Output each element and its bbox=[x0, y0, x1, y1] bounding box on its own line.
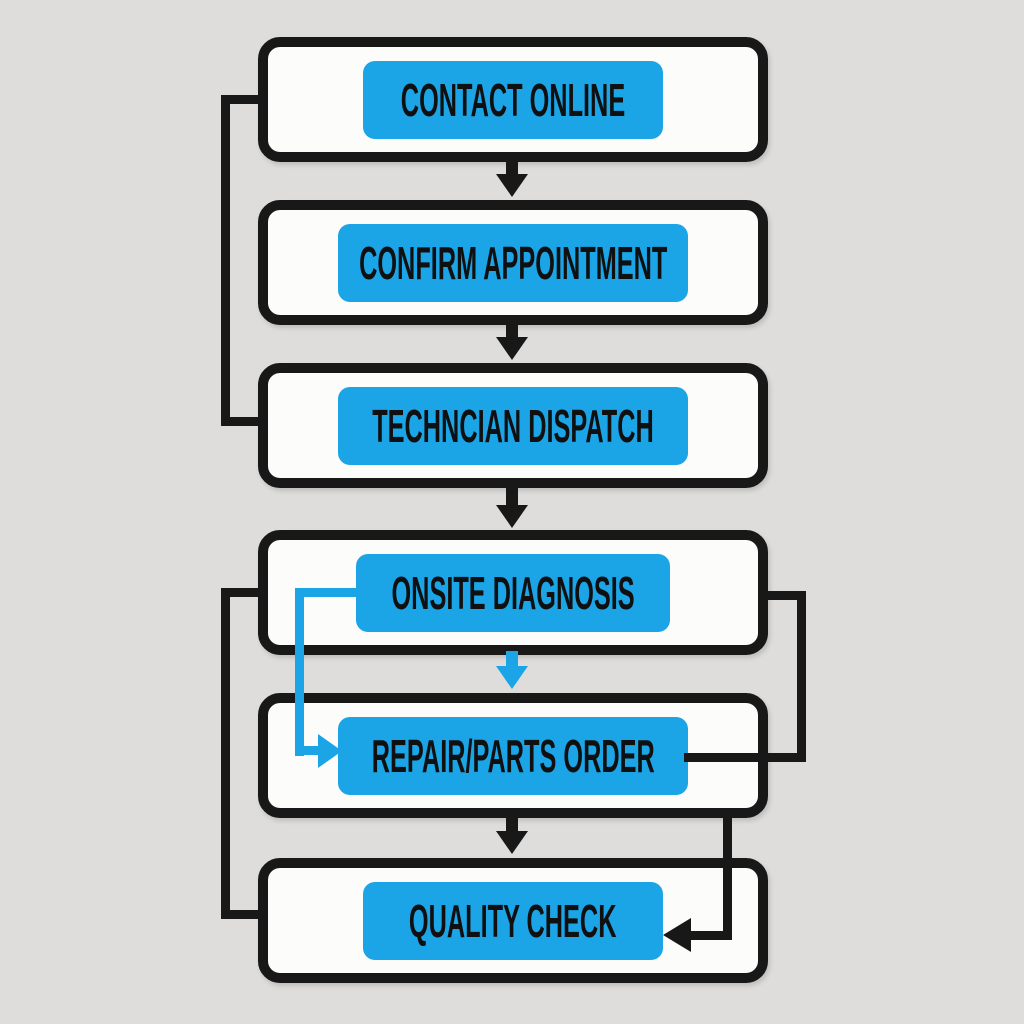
node-pill-quality-check: QUALITY CHECK bbox=[363, 882, 663, 960]
node-label-confirm-appointment: CONFIRM APPOINTMENT bbox=[358, 237, 668, 289]
node-pill-onsite-diagnosis: ONSITE DIAGNOSIS bbox=[356, 554, 670, 632]
down-arrowhead-icon bbox=[496, 337, 528, 360]
down-arrowhead-icon bbox=[496, 666, 528, 689]
node-pill-repair-parts-order: REPAIR/PARTS ORDER bbox=[338, 717, 688, 795]
down-arrowhead-icon bbox=[496, 505, 528, 528]
node-label-contact-online: CONTACT ONLINE bbox=[400, 74, 626, 126]
node-technician-dispatch: TECHNCIAN DISPATCH bbox=[258, 363, 768, 488]
left-arrowhead-icon bbox=[663, 918, 691, 952]
node-onsite-diagnosis: ONSITE DIAGNOSIS bbox=[258, 530, 768, 655]
right-arrowhead-icon bbox=[318, 734, 342, 768]
node-label-onsite-diagnosis: ONSITE DIAGNOSIS bbox=[391, 567, 635, 619]
down-arrowhead-icon bbox=[496, 831, 528, 854]
node-label-repair-parts-order: REPAIR/PARTS ORDER bbox=[371, 730, 655, 782]
node-contact-online: CONTACT ONLINE bbox=[258, 37, 768, 162]
node-pill-contact-online: CONTACT ONLINE bbox=[363, 61, 663, 139]
node-pill-technician-dispatch: TECHNCIAN DISPATCH bbox=[338, 387, 688, 465]
node-pill-confirm-appointment: CONFIRM APPOINTMENT bbox=[338, 224, 688, 302]
node-confirm-appointment: CONFIRM APPOINTMENT bbox=[258, 200, 768, 325]
node-label-quality-check: QUALITY CHECK bbox=[409, 895, 617, 947]
node-label-technician-dispatch: TECHNCIAN DISPATCH bbox=[372, 400, 654, 452]
node-quality-check: QUALITY CHECK bbox=[258, 858, 768, 983]
down-arrowhead-icon bbox=[496, 174, 528, 197]
